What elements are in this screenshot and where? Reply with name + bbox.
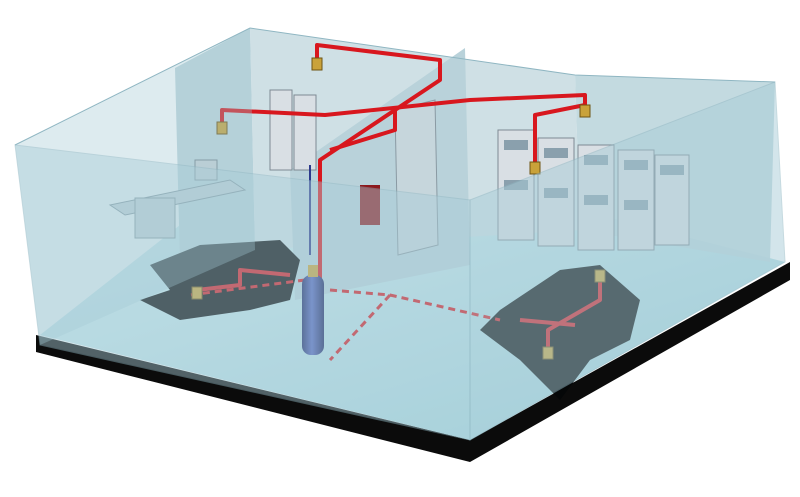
desk: [108, 159, 247, 239]
front-wall-glass-right: [469, 81, 786, 441]
pipe-underfloor: [189, 278, 501, 362]
alarm-panel: [360, 185, 380, 225]
wall-top-edge: [14, 27, 776, 146]
gas-cylinder-icon: [302, 265, 324, 355]
floor-cutout-left: [140, 240, 300, 320]
front-wall-left: [15, 28, 255, 345]
floor-slab: [36, 262, 790, 462]
back-wall-left: [175, 28, 255, 262]
